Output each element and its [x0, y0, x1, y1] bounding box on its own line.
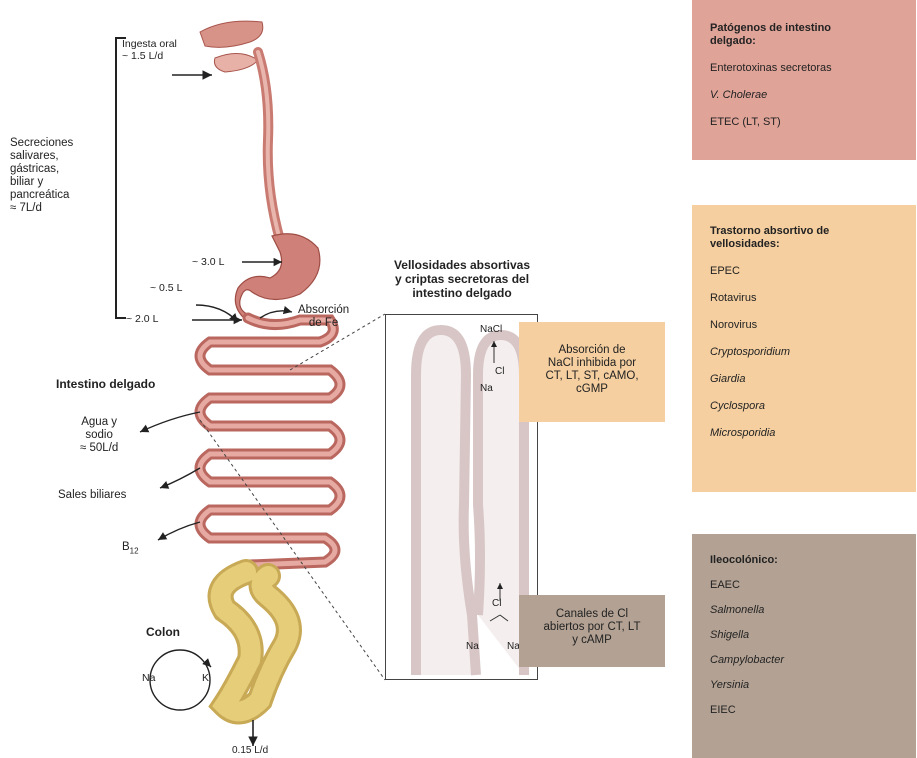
villi-top-cl: Cl	[495, 365, 504, 378]
pathogen-item: V. Cholerae	[710, 89, 916, 102]
villi-detail-box	[385, 314, 538, 680]
small-intestine-loops	[200, 318, 340, 565]
secretions-label: Secreciones salivares, gástricas, biliar…	[10, 137, 73, 215]
colon-label: Colon	[146, 626, 180, 639]
secretions-line-2: salivares,	[10, 150, 73, 163]
villous-title-line-2: vellosidades:	[710, 238, 916, 251]
small-intestine-pathogens-panel: Patógenos de intestino delgado: Enteroto…	[692, 0, 916, 160]
b12-label: B12	[122, 541, 139, 557]
iron-arrow	[260, 311, 292, 318]
pathogen-item: Campylobacter	[710, 654, 916, 667]
pathogen-item: Rotavirus	[710, 292, 916, 305]
pathogen-item: Giardia	[710, 373, 916, 386]
small-intestine-label: Intestino delgado	[56, 378, 155, 391]
water-sodium-line-1: Agua y	[80, 416, 118, 429]
pathogen-item: EPEC	[710, 265, 916, 278]
cl-callout-line-1: Canales de Cl	[525, 608, 659, 621]
tongue-shape	[214, 53, 258, 72]
secretions-line-3: gástricas,	[10, 163, 73, 176]
secretions-line-5: pancreática	[10, 189, 73, 202]
secretions-line-1: Secreciones	[10, 137, 73, 150]
nacl-callout-line-4: cGMP	[525, 383, 659, 396]
b12-arrow	[158, 522, 200, 540]
villous-disorder-panel: Trastorno absortivo de vellosidades: EPE…	[692, 205, 916, 492]
iron-absorption-line-2: de Fe	[298, 317, 349, 330]
cl-channels-callout: Canales de Cl abiertos por CT, LT y cAMP	[519, 595, 665, 667]
b12-subscript: 12	[130, 546, 139, 555]
ileocolonic-title-line-1: Ileocolónico:	[710, 554, 916, 567]
villous-title-line-1: Trastorno absortivo de	[710, 225, 916, 238]
villi-illustration	[386, 315, 537, 679]
ileocolonic-panel: Ileocolónico: EAEC Salmonella Shigella C…	[692, 534, 916, 758]
cl-callout-line-3: y cAMP	[525, 634, 659, 647]
pathogen-item: Norovirus	[710, 319, 916, 332]
oral-intake-line-1: Ingesta oral	[122, 38, 177, 50]
villi-top-nacl: NaCl	[480, 323, 502, 336]
villi-title-line-3: intestino delgado	[372, 286, 552, 300]
water-sodium-line-3: ≈ 50L/d	[80, 442, 118, 455]
bile-salts-label: Sales biliares	[58, 489, 126, 502]
villi-bottom-cl: Cl	[492, 597, 501, 610]
water-sodium-arrow	[140, 412, 200, 432]
ileocolonic-panel-title: Ileocolónico:	[710, 554, 916, 567]
oral-intake-line-2: ~ 1.5 L/d	[122, 50, 177, 62]
villous-panel-title: Trastorno absortivo de vellosidades:	[710, 225, 916, 251]
iron-absorption-label: Absorción de Fe	[298, 304, 349, 330]
nacl-callout-line-1: Absorción de	[525, 344, 659, 357]
outflow-label: 0.15 L/d	[232, 745, 268, 756]
nacl-callout-line-3: CT, LT, ST, cAMO,	[525, 370, 659, 383]
villi-title: Vellosidades absortivas y criptas secret…	[372, 258, 552, 300]
pathogen-item: Shigella	[710, 629, 916, 642]
nacl-absorption-callout: Absorción de NaCl inhibida por CT, LT, S…	[519, 322, 665, 422]
secretions-line-4: biliar y	[10, 176, 73, 189]
cl-callout-line-2: abiertos por CT, LT	[525, 621, 659, 634]
b12-letter: B	[122, 541, 130, 553]
small-intestine-title-line-2: delgado:	[710, 35, 916, 48]
colon-exchange-circle	[150, 650, 210, 710]
pathogen-item: Yersinia	[710, 679, 916, 692]
small-intestine-panel-title: Patógenos de intestino delgado:	[710, 22, 916, 48]
small-intestine-title-line-1: Patógenos de intestino	[710, 22, 916, 35]
bile-salts-arrow	[160, 468, 200, 488]
pathogen-item: Microsporidia	[710, 427, 916, 440]
villi-top-na: Na	[480, 382, 493, 395]
water-sodium-label: Agua y sodio ≈ 50L/d	[80, 416, 118, 455]
villus-left	[416, 330, 476, 675]
villi-title-line-1: Vellosidades absortivas	[372, 258, 552, 272]
colon-k-label: K	[202, 672, 209, 685]
half-liter-label: ~ 0.5 L	[150, 282, 182, 295]
pathogen-item: EAEC	[710, 579, 916, 592]
villi-bottom-na: Na	[466, 640, 479, 653]
two-liter-label: ~ 2.0 L	[126, 313, 158, 326]
iron-absorption-line-1: Absorción	[298, 304, 349, 317]
gastric-volume-label: ~ 3.0 L	[192, 256, 224, 269]
colon-na-label: Na	[142, 672, 155, 685]
pathogen-item: ETEC (LT, ST)	[710, 116, 916, 129]
pathogen-item: EIEC	[710, 704, 916, 717]
colon-shape	[221, 572, 289, 711]
villi-title-line-2: y criptas secretoras del	[372, 272, 552, 286]
pathogen-item: Cyclospora	[710, 400, 916, 413]
mouth-shape	[200, 21, 263, 47]
oral-intake-label: Ingesta oral ~ 1.5 L/d	[122, 38, 177, 62]
water-sodium-line-2: sodio	[80, 429, 118, 442]
secretions-line-6: ≈ 7L/d	[10, 202, 73, 215]
pathogen-item: Salmonella	[710, 604, 916, 617]
nacl-callout-line-2: NaCl inhibida por	[525, 357, 659, 370]
pathogen-item: Enterotoxinas secretoras	[710, 62, 916, 75]
pathogen-item: Cryptosporidium	[710, 346, 916, 359]
secretion-bracket	[116, 38, 126, 318]
